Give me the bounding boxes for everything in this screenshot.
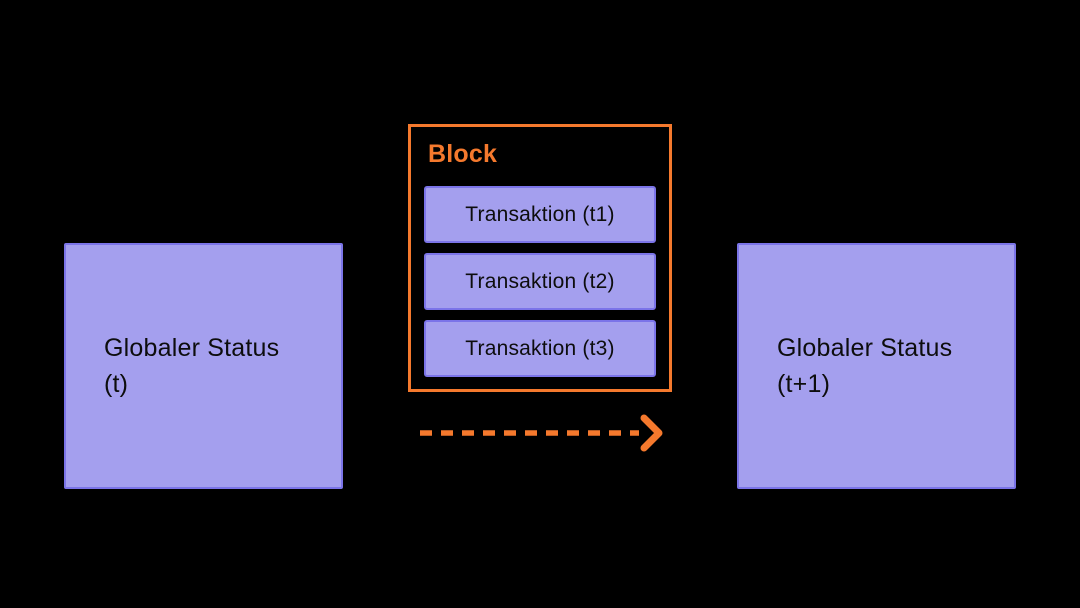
transaction-box-t3: Transaktion (t3) — [424, 320, 656, 377]
state-transition-arrow-icon — [408, 412, 672, 454]
global-status-t1-label-line1: Globaler Status — [777, 334, 953, 362]
global-status-t-label-line1: Globaler Status — [104, 334, 280, 362]
transaction-box-t1: Transaktion (t1) — [424, 186, 656, 243]
block-title: Block — [428, 140, 498, 168]
global-status-t-box: Globaler Status (t) — [64, 243, 343, 489]
transaction-t1-label: Transaktion (t1) — [465, 202, 615, 226]
transaction-t3-label: Transaktion (t3) — [465, 336, 615, 360]
global-status-t1-label-line2: (t+1) — [777, 370, 831, 398]
transaction-box-t2: Transaktion (t2) — [424, 253, 656, 310]
transaction-t2-label: Transaktion (t2) — [465, 269, 615, 293]
transaction-list: Transaktion (t1) Transaktion (t2) Transa… — [411, 186, 669, 377]
global-status-t-label-line2: (t) — [104, 370, 129, 398]
block-frame: Block Transaktion (t1) Transaktion (t2) … — [408, 124, 672, 392]
global-status-t1-box: Globaler Status (t+1) — [737, 243, 1016, 489]
